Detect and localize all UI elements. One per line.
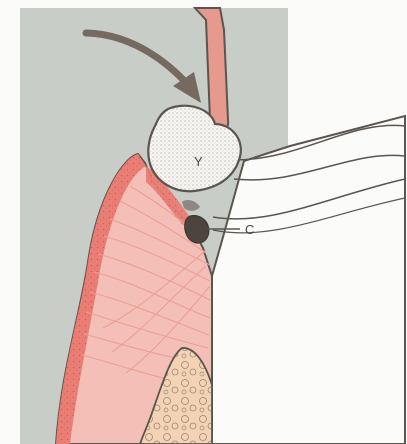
- label-c: C: [245, 222, 254, 237]
- label-y: Y: [194, 154, 203, 169]
